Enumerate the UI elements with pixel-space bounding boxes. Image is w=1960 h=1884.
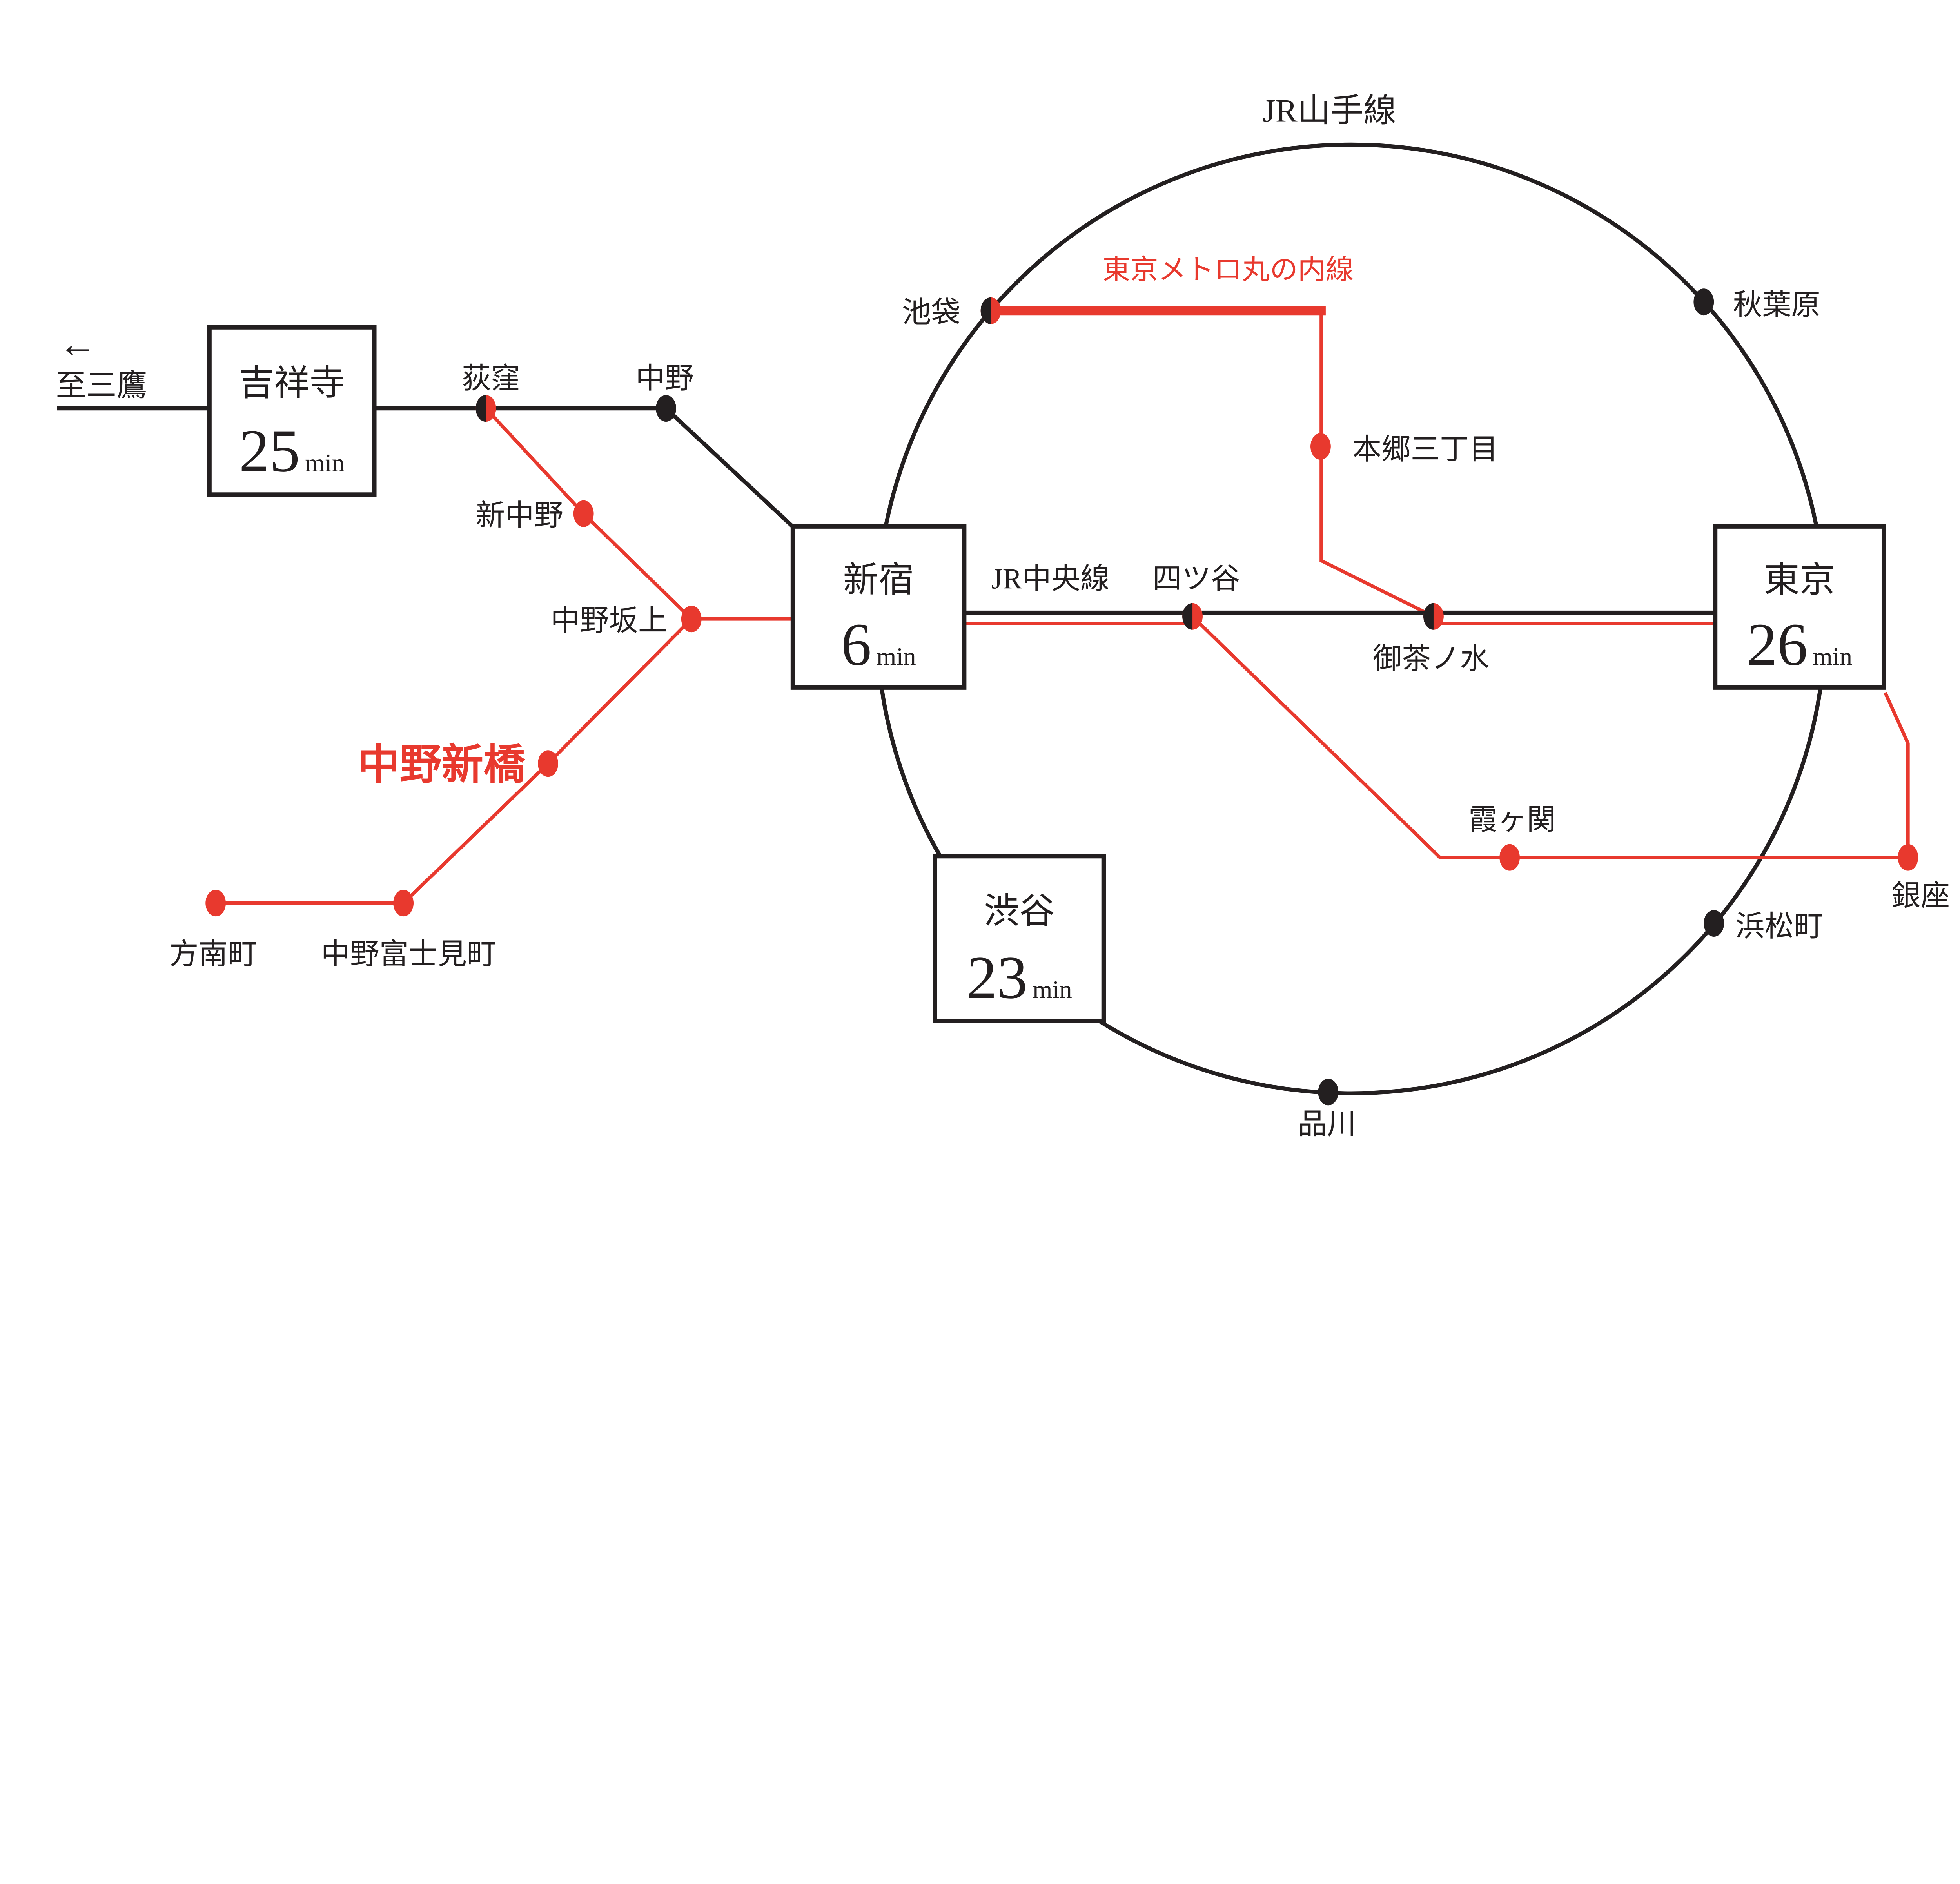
station: 中野富士見町 (321, 890, 496, 971)
station-dot-black-half (1182, 603, 1193, 630)
station: 本郷三丁目 (1310, 433, 1498, 466)
interchange-box-unit: min (1033, 975, 1072, 1003)
to-mitaka-label: 至三鷹 (56, 369, 147, 403)
station-dot (1310, 433, 1331, 460)
station-dot-black-half (980, 297, 991, 324)
station-label: 池袋 (902, 297, 960, 329)
station-dot (681, 606, 702, 633)
interchange-box-unit: min (305, 448, 345, 477)
station-dot (1898, 844, 1918, 871)
station-dot-black-half (1423, 603, 1434, 630)
interchange-box-name: 新宿 (843, 560, 914, 599)
station-label: 中野富士見町 (321, 939, 496, 971)
station-dot (393, 890, 414, 917)
interchange-box-frame (207, 325, 377, 497)
station: 四ツ谷 (1152, 563, 1240, 630)
marunouchi-line-segment (1319, 310, 1434, 618)
station-label: 四ツ谷 (1152, 563, 1240, 595)
interchange-box-frame (1713, 524, 1886, 690)
station-label: 霞ヶ関 (1468, 804, 1556, 836)
interchange-box-frame (790, 524, 967, 690)
station: 霞ヶ関 (1468, 804, 1556, 871)
interchange-box-name: 吉祥寺 (238, 363, 345, 403)
station-label: 本郷三丁目 (1352, 434, 1498, 466)
station-label: 新中野 (476, 500, 563, 532)
station-label: 秋葉原 (1733, 289, 1820, 321)
station: 池袋 (902, 297, 1001, 329)
marunouchi-line-label: 東京メトロ丸の内線 (1102, 255, 1354, 285)
station-label: 荻窪 (462, 363, 520, 395)
station: 荻窪 (462, 363, 520, 422)
station-label: 浜松町 (1735, 910, 1823, 943)
jr-yamanote-line-label: JR山手線 (1263, 93, 1396, 129)
station-dot (1693, 288, 1714, 316)
left-arrow-icon: ← (58, 322, 96, 364)
interchange-box-minutes: 23 (967, 944, 1027, 1011)
station: 御茶ノ水 (1373, 603, 1490, 675)
interchange-box-name: 東京 (1764, 560, 1835, 599)
station-dot (573, 500, 594, 527)
interchange-box-minutes: 6 (841, 611, 871, 678)
station-label: 中野新橋 (358, 742, 525, 788)
interchange-box-minutes: 26 (1747, 611, 1808, 678)
interchange-box-name: 渋谷 (984, 891, 1055, 931)
jr-chuo-line-label: JR中央線 (991, 563, 1110, 595)
interchange-box-frame (933, 854, 1106, 1023)
station-label: 方南町 (169, 939, 257, 971)
station-label: 中野坂上 (551, 605, 668, 637)
station: 方南町 (169, 890, 257, 971)
station-dot-black-half (475, 395, 486, 422)
station: 品川 (1298, 1079, 1356, 1141)
interchange-box-unit: min (1813, 642, 1852, 670)
station-dot (656, 395, 676, 422)
interchange-box-unit: min (877, 642, 916, 670)
station-dot (1499, 844, 1520, 871)
station-label: 銀座 (1891, 880, 1950, 912)
station: 中野新橋 (358, 742, 558, 788)
station-dot (1318, 1079, 1339, 1106)
station: 浜松町 (1704, 910, 1823, 943)
station-dot (538, 750, 558, 777)
station: 中野坂上 (551, 605, 702, 637)
station-label: 御茶ノ水 (1373, 643, 1490, 675)
station: 中野 (635, 363, 694, 422)
jr-chuo-line-segment (57, 406, 800, 533)
station-label: 中野 (635, 363, 694, 395)
station: 新中野 (476, 500, 594, 532)
marunouchi-line-segment (217, 618, 693, 905)
station-label: 品川 (1298, 1108, 1356, 1141)
station: 銀座 (1891, 844, 1950, 912)
interchange-box-minutes: 25 (239, 417, 300, 484)
station: 秋葉原 (1693, 288, 1820, 321)
station-dot (205, 890, 226, 917)
station-dot (1704, 910, 1724, 937)
